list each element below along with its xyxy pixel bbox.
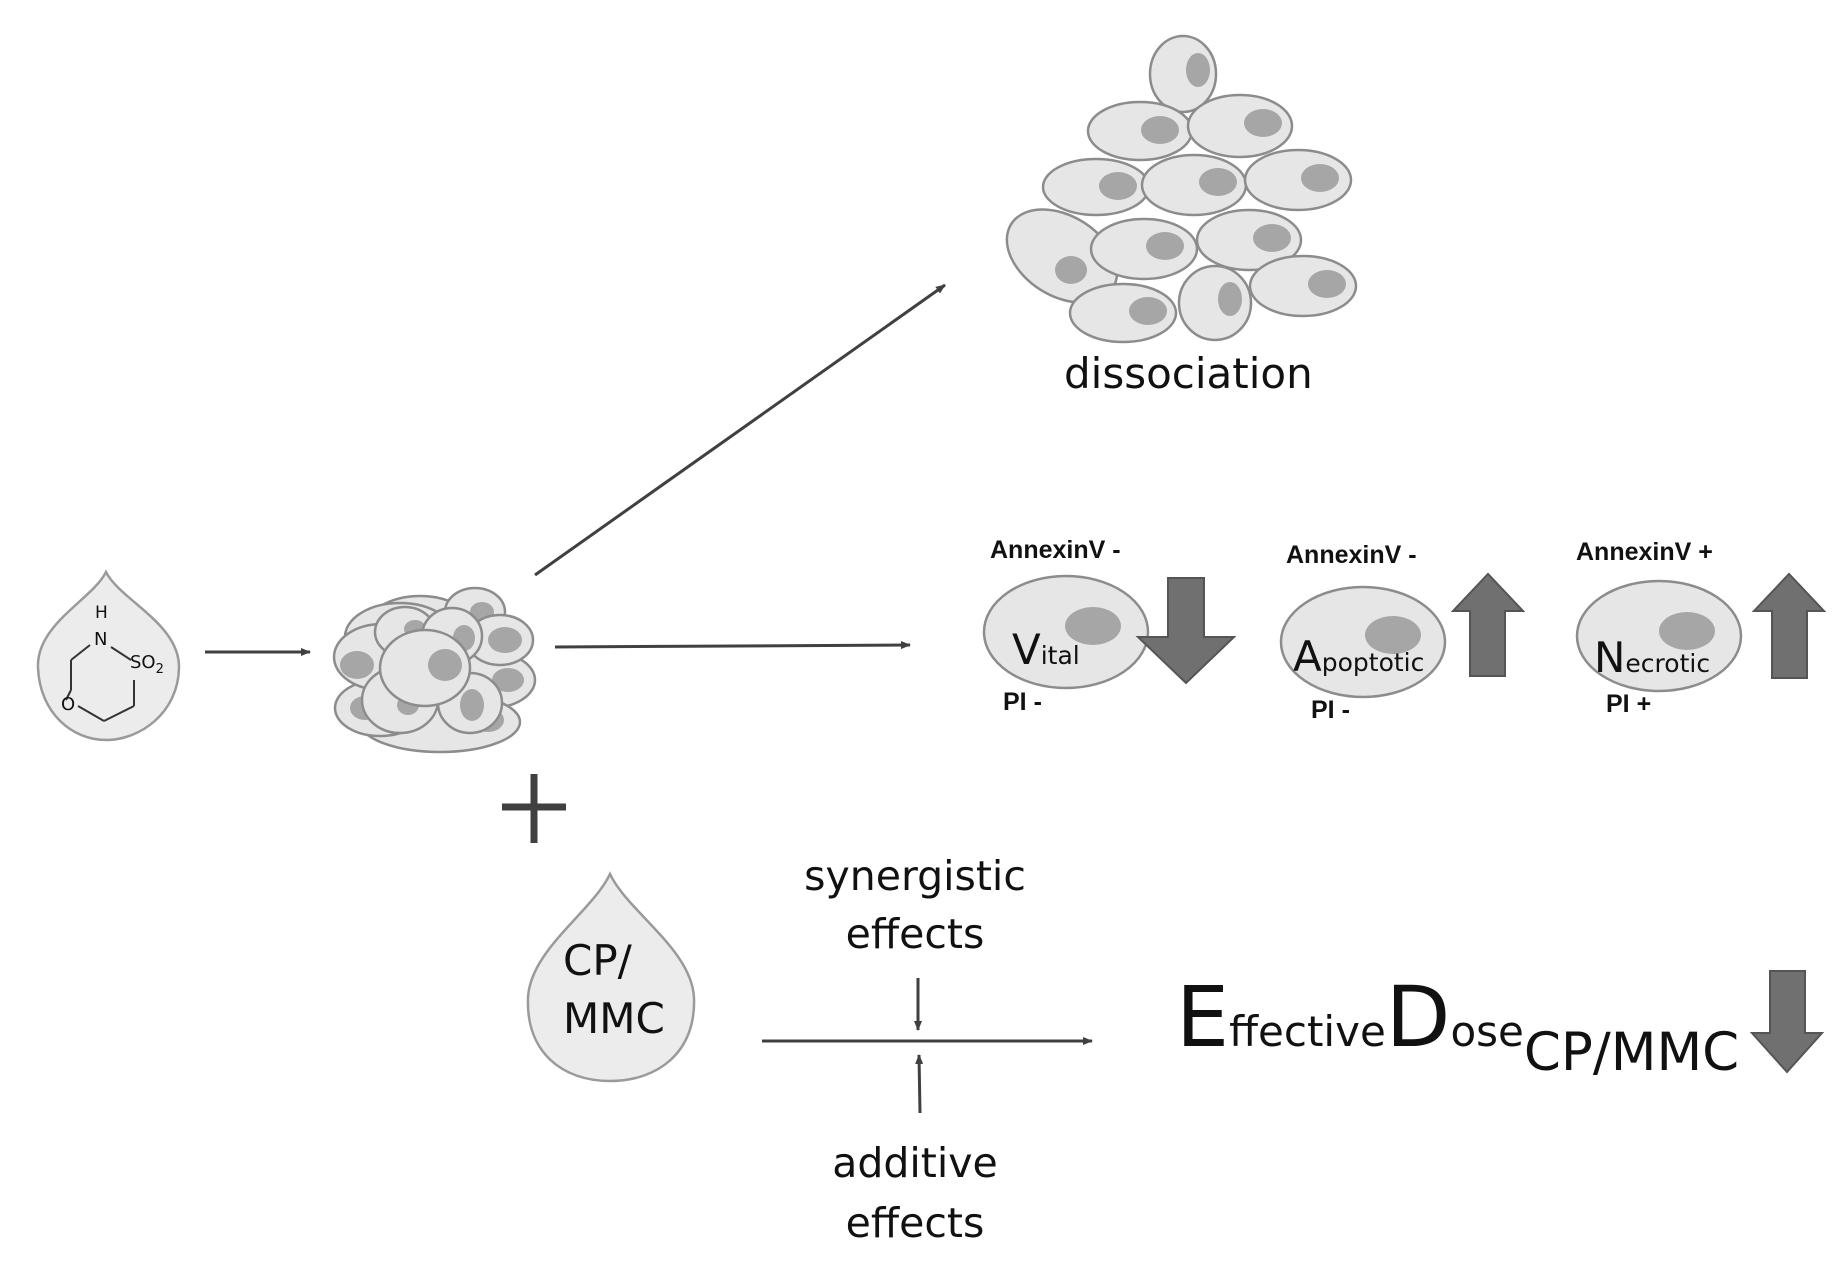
synergistic-line1: synergistic xyxy=(804,852,1026,900)
arrow-to-cell-states xyxy=(554,641,911,650)
apoptotic-rest: poptotic xyxy=(1321,648,1425,677)
dissociation-label: dissociation xyxy=(1064,349,1313,398)
vital-state-label: Vital xyxy=(1012,629,1080,671)
necrotic-bottom-marker: PI + xyxy=(1606,690,1652,718)
apoptotic-up-arrow-icon xyxy=(1450,572,1526,677)
effective-dose-label: EffectiveDoseCP/MMC xyxy=(1176,975,1739,1079)
compound-atom-n: N xyxy=(94,629,108,650)
synergistic-line2: effects xyxy=(845,910,985,958)
additive-line1: additive xyxy=(832,1139,998,1187)
spheroid-cluster xyxy=(332,586,537,754)
apoptotic-top-marker: AnnexinV - xyxy=(1286,541,1417,569)
compound-structure xyxy=(65,644,135,722)
additive-line2: effects xyxy=(845,1199,985,1247)
cp-mmc-drop-icon xyxy=(526,871,696,1083)
synergistic-effects-label: synergistic effects xyxy=(780,847,1050,963)
apoptotic-bottom-marker: PI - xyxy=(1311,696,1350,724)
arrow-additive-up xyxy=(915,1054,924,1114)
cell-vital xyxy=(982,574,1150,690)
effective-initial: E xyxy=(1176,968,1230,1066)
vital-rest: ital xyxy=(1040,641,1080,670)
vital-down-arrow-icon xyxy=(1135,577,1237,685)
effective-dose-down-arrow-icon xyxy=(1749,970,1825,1074)
compound-group-so2: SO2 xyxy=(130,652,164,677)
compound-group-sub: 2 xyxy=(155,662,164,677)
necrotic-state-label: Necrotic xyxy=(1594,637,1710,679)
apoptotic-initial: A xyxy=(1293,632,1322,681)
dose-rest: ose xyxy=(1450,1007,1524,1056)
compound-drop-icon xyxy=(36,569,181,742)
compound-atom-o: O xyxy=(61,694,76,715)
necrotic-rest: ecrotic xyxy=(1625,649,1711,678)
dissociated-cells xyxy=(1005,34,1358,344)
compound-group-so: SO xyxy=(130,652,156,673)
effective-rest: ffective xyxy=(1229,1007,1386,1056)
necrotic-top-marker: AnnexinV + xyxy=(1576,538,1713,566)
necrotic-initial: N xyxy=(1594,633,1626,682)
dose-subscript: CP/MMC xyxy=(1523,1022,1740,1083)
vital-bottom-marker: PI - xyxy=(1003,688,1042,716)
apoptotic-state-label: Apoptotic xyxy=(1293,636,1424,678)
vital-initial: V xyxy=(1012,625,1041,674)
dose-initial: D xyxy=(1385,968,1451,1066)
drug-label-line1: CP/ xyxy=(563,936,632,985)
cell-apoptotic xyxy=(1279,585,1447,699)
drug-label-line2: MMC xyxy=(563,994,665,1043)
compound-atom-h: H xyxy=(95,603,108,623)
vital-top-marker: AnnexinV - xyxy=(990,536,1121,564)
necrotic-up-arrow-icon xyxy=(1751,572,1827,679)
additive-effects-label: additive effects xyxy=(780,1133,1050,1253)
plus-icon xyxy=(502,774,566,843)
cell-necrotic xyxy=(1575,579,1743,693)
arrow-to-dissociation xyxy=(534,283,946,577)
